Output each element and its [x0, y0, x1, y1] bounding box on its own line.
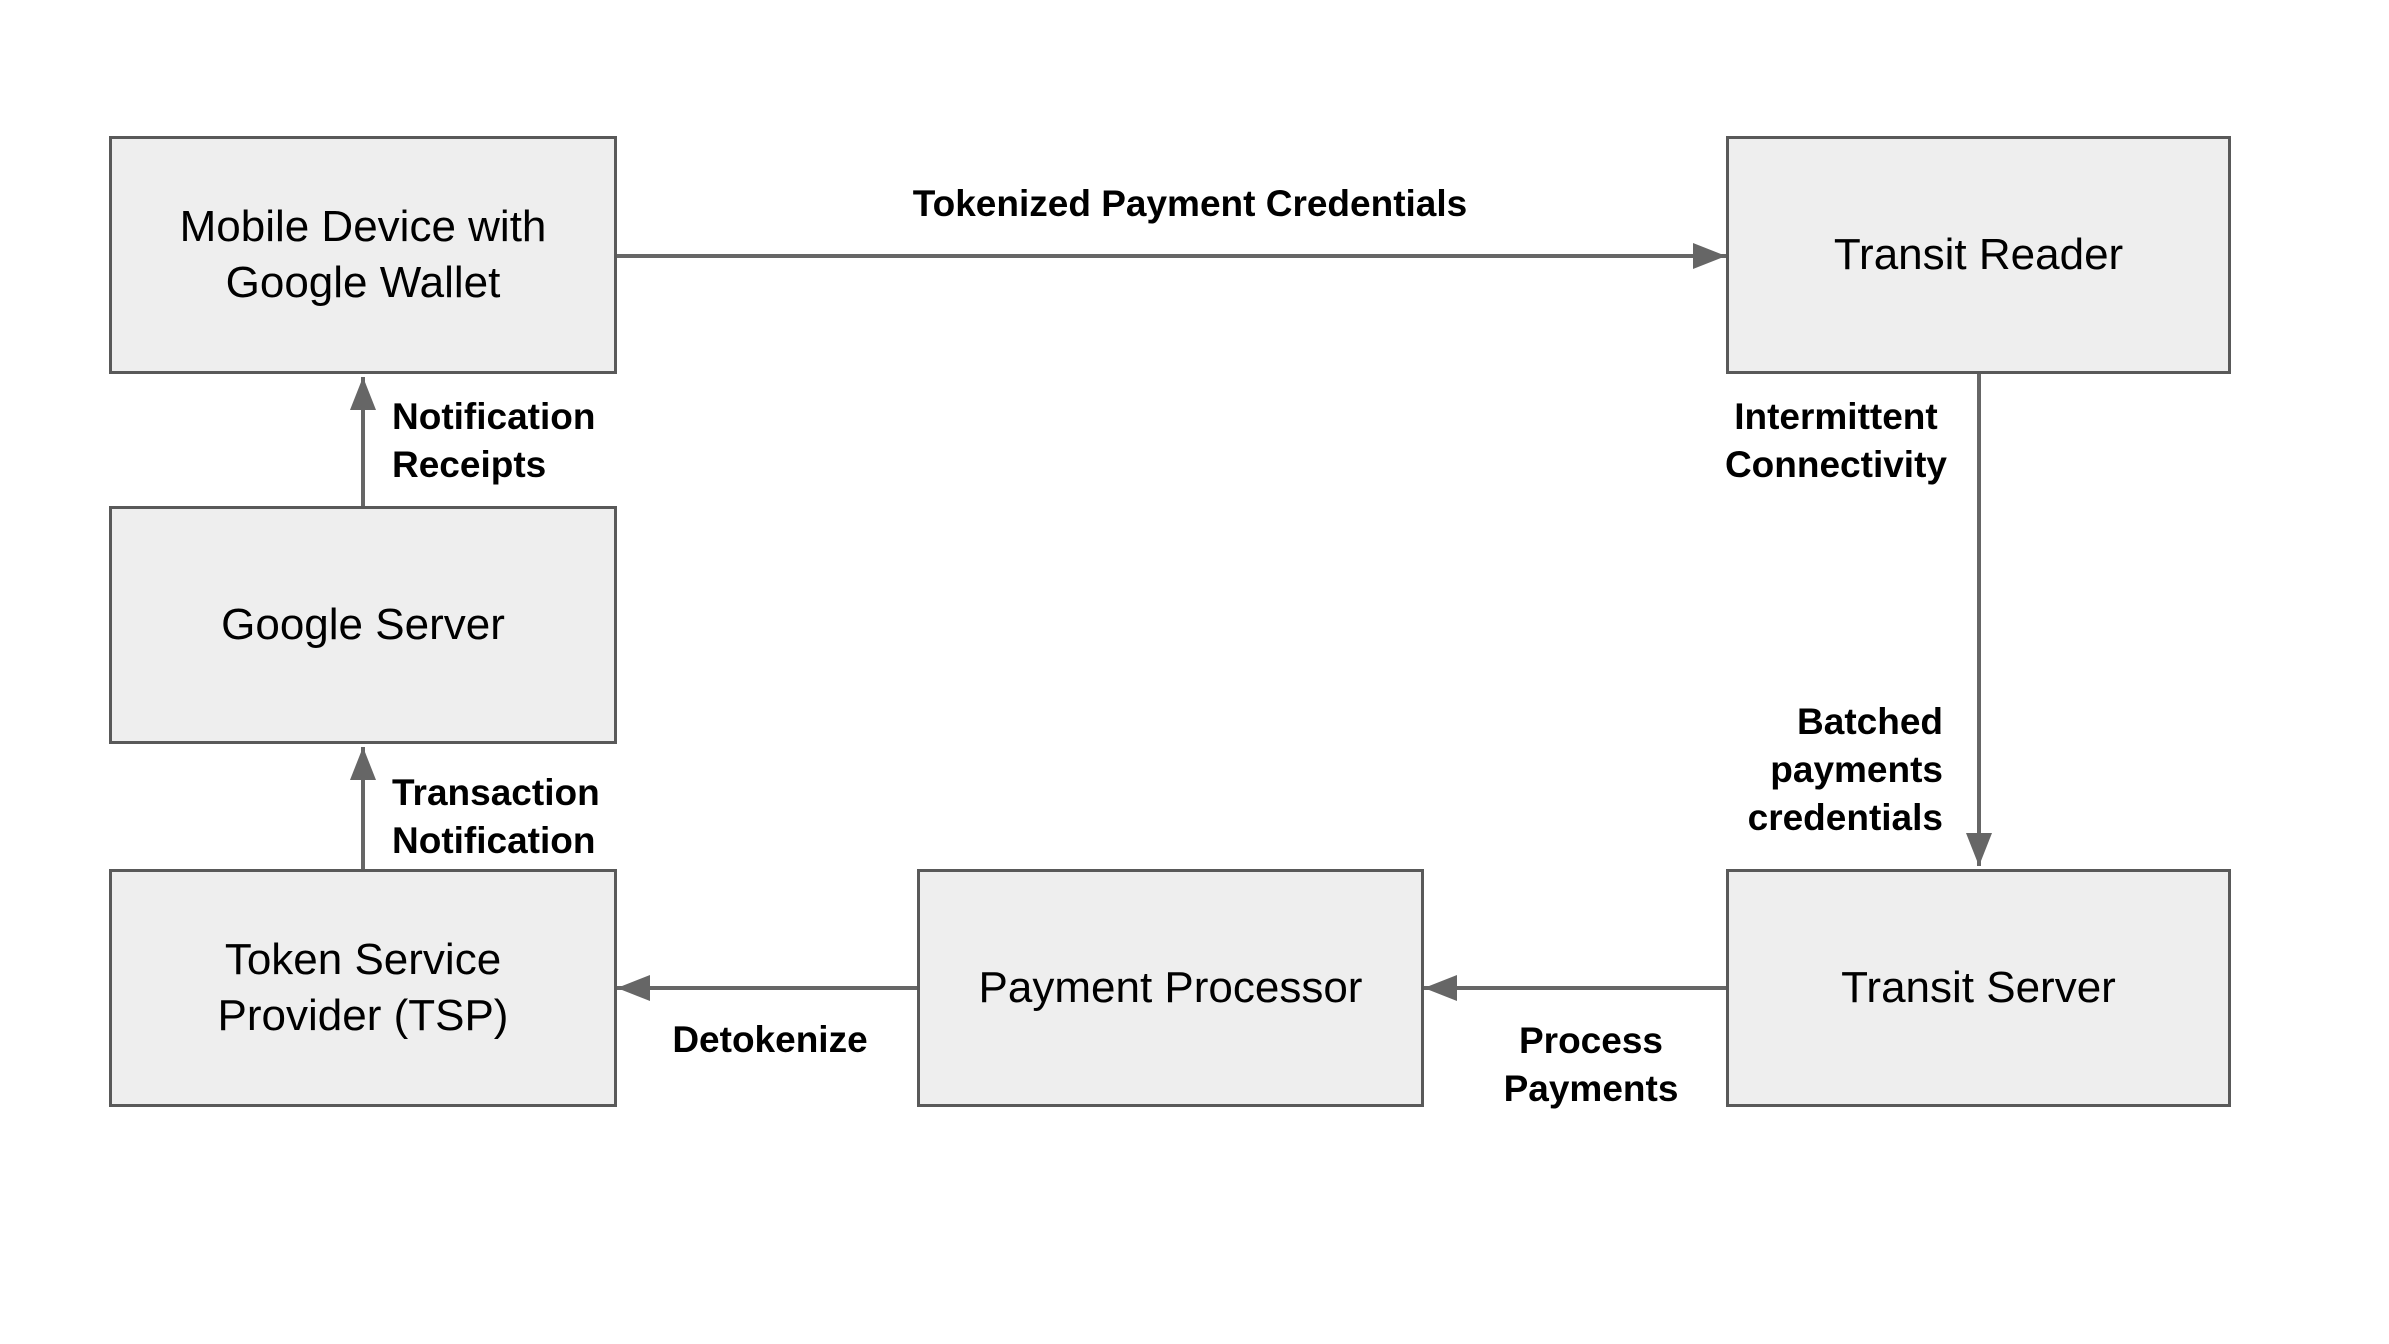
node-mobile-device: Mobile Device with Google Wallet	[109, 136, 617, 374]
label-process-payments: Process Payments	[1503, 1020, 1679, 1109]
label-intermittent-connectivity: Intermittent Connectivity	[1724, 396, 1947, 485]
node-google-server: Google Server	[109, 506, 617, 744]
label-batched-payments-credentials: Batched payments credentials	[1747, 701, 1943, 838]
node-token-service-provider: Token Service Provider (TSP)	[109, 869, 617, 1107]
node-transit-reader: Transit Reader	[1726, 136, 2231, 374]
label-detokenize: Detokenize	[672, 1019, 868, 1060]
node-transit-server: Transit Server	[1726, 869, 2231, 1107]
label-notification-receipts: Notification Receipts	[392, 396, 596, 485]
label-transaction-notification: Transaction Notification	[392, 772, 600, 861]
label-tokenized-payment-credentials: Tokenized Payment Credentials	[912, 183, 1468, 224]
node-payment-processor: Payment Processor	[917, 869, 1424, 1107]
